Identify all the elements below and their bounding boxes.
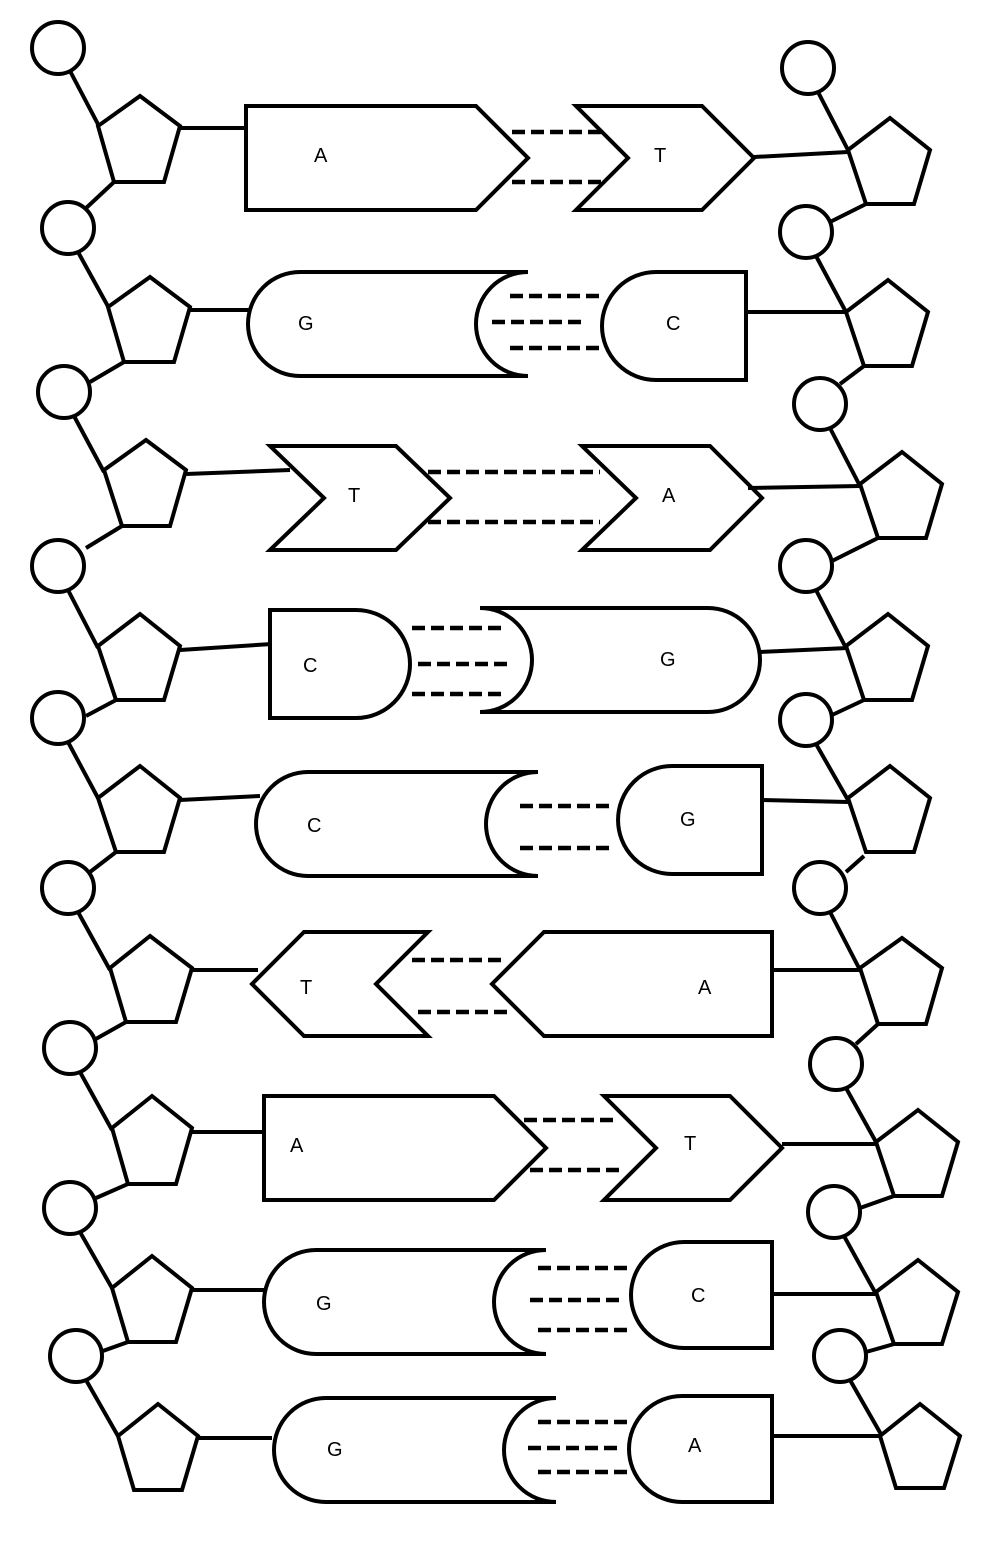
- base-label: T: [654, 145, 666, 167]
- sugar-pentagon: [95, 611, 183, 702]
- phosphate-circle: [36, 364, 92, 420]
- base-label: C: [307, 815, 321, 837]
- base-label: A: [662, 485, 676, 507]
- base-label: C: [691, 1285, 705, 1307]
- sugar-pentagon: [95, 93, 183, 184]
- base-label: A: [290, 1135, 304, 1157]
- base-pair-6: T A: [192, 930, 860, 1038]
- nucleotide-base-right: [489, 930, 774, 1038]
- nucleotide-base-right: [571, 104, 757, 212]
- sugar-pentagon: [95, 763, 183, 854]
- base-pair-3: T A: [185, 444, 861, 552]
- base-label: A: [314, 145, 328, 167]
- nucleotide-base-left: [272, 1396, 557, 1504]
- nucleotide-base-right: [479, 606, 762, 714]
- base-label: G: [660, 649, 676, 671]
- base-label: A: [698, 977, 712, 999]
- base-pair-9: G A: [198, 1394, 882, 1504]
- phosphate-circle: [792, 860, 848, 916]
- base-pair-8: G C: [192, 1240, 876, 1356]
- phosphate-circle: [30, 538, 86, 594]
- sugar-pentagon: [877, 1401, 963, 1490]
- phosphate-circle: [808, 1036, 864, 1092]
- sugar-pentagon: [105, 274, 193, 364]
- base-pair-4: C G: [179, 606, 849, 720]
- nucleotide-base-left: [249, 930, 433, 1038]
- phosphate-circle: [806, 1184, 862, 1240]
- sugar-pentagon: [107, 933, 195, 1024]
- base-label: T: [300, 977, 312, 999]
- nucleotide-base-left: [254, 770, 539, 878]
- right-backbone: [778, 40, 963, 1490]
- base-label: G: [680, 809, 696, 831]
- base-pair-2: G C: [190, 270, 846, 382]
- base-pair-1: A T: [180, 104, 849, 212]
- nucleotide-base-left: [244, 104, 531, 212]
- phosphate-circle: [48, 1328, 104, 1384]
- base-label: C: [303, 655, 317, 677]
- nucleotide-base-right: [627, 1394, 774, 1504]
- sugar-pentagon: [115, 1401, 201, 1492]
- base-pair-5: C G: [179, 764, 849, 878]
- sugar-pentagon: [109, 1093, 195, 1186]
- phosphate-circle: [778, 692, 834, 748]
- base-label: G: [316, 1293, 332, 1315]
- nucleotide-base-left: [265, 444, 453, 552]
- sugar-pentagon: [857, 935, 945, 1026]
- base-pair-7: A T: [192, 1094, 876, 1202]
- nucleotide-base-right: [577, 444, 765, 552]
- nucleotide-base-left: [262, 1094, 549, 1202]
- sugar-pentagon: [845, 115, 933, 206]
- sugar-pentagon: [873, 1257, 961, 1346]
- base-label: G: [298, 313, 314, 335]
- nucleotide-base-right: [616, 764, 764, 876]
- base-label: G: [327, 1439, 343, 1461]
- sugar-pentagon: [843, 611, 931, 702]
- base-label: A: [688, 1435, 702, 1457]
- sugar-pentagon: [109, 1253, 195, 1344]
- nucleotide-base-left: [262, 1248, 547, 1356]
- nucleotide-base-right: [599, 1094, 785, 1202]
- sugar-pentagon: [843, 277, 931, 368]
- phosphate-circle: [778, 538, 834, 594]
- sugar-pentagon: [857, 449, 945, 540]
- phosphate-circle: [780, 40, 836, 96]
- nucleotide-base-left: [246, 270, 529, 378]
- left-backbone: [30, 20, 201, 1492]
- base-label: C: [666, 313, 680, 335]
- base-label: T: [348, 485, 360, 507]
- phosphate-circle: [40, 860, 96, 916]
- phosphate-circle: [30, 690, 86, 746]
- base-label: T: [684, 1133, 696, 1155]
- phosphate-circle: [40, 200, 96, 256]
- phosphate-circle: [812, 1328, 868, 1384]
- phosphate-circle: [778, 204, 834, 260]
- phosphate-circle: [792, 376, 848, 432]
- phosphate-circle: [42, 1180, 98, 1236]
- nucleotide-base-right: [600, 270, 748, 382]
- nucleotide-base-right: [629, 1240, 774, 1350]
- nucleotide-base-left: [268, 608, 412, 720]
- sugar-pentagon: [845, 763, 933, 854]
- sugar-pentagon: [873, 1107, 961, 1198]
- sugar-pentagon: [101, 437, 189, 528]
- phosphate-circle: [42, 1020, 98, 1076]
- phosphate-circle: [30, 20, 86, 76]
